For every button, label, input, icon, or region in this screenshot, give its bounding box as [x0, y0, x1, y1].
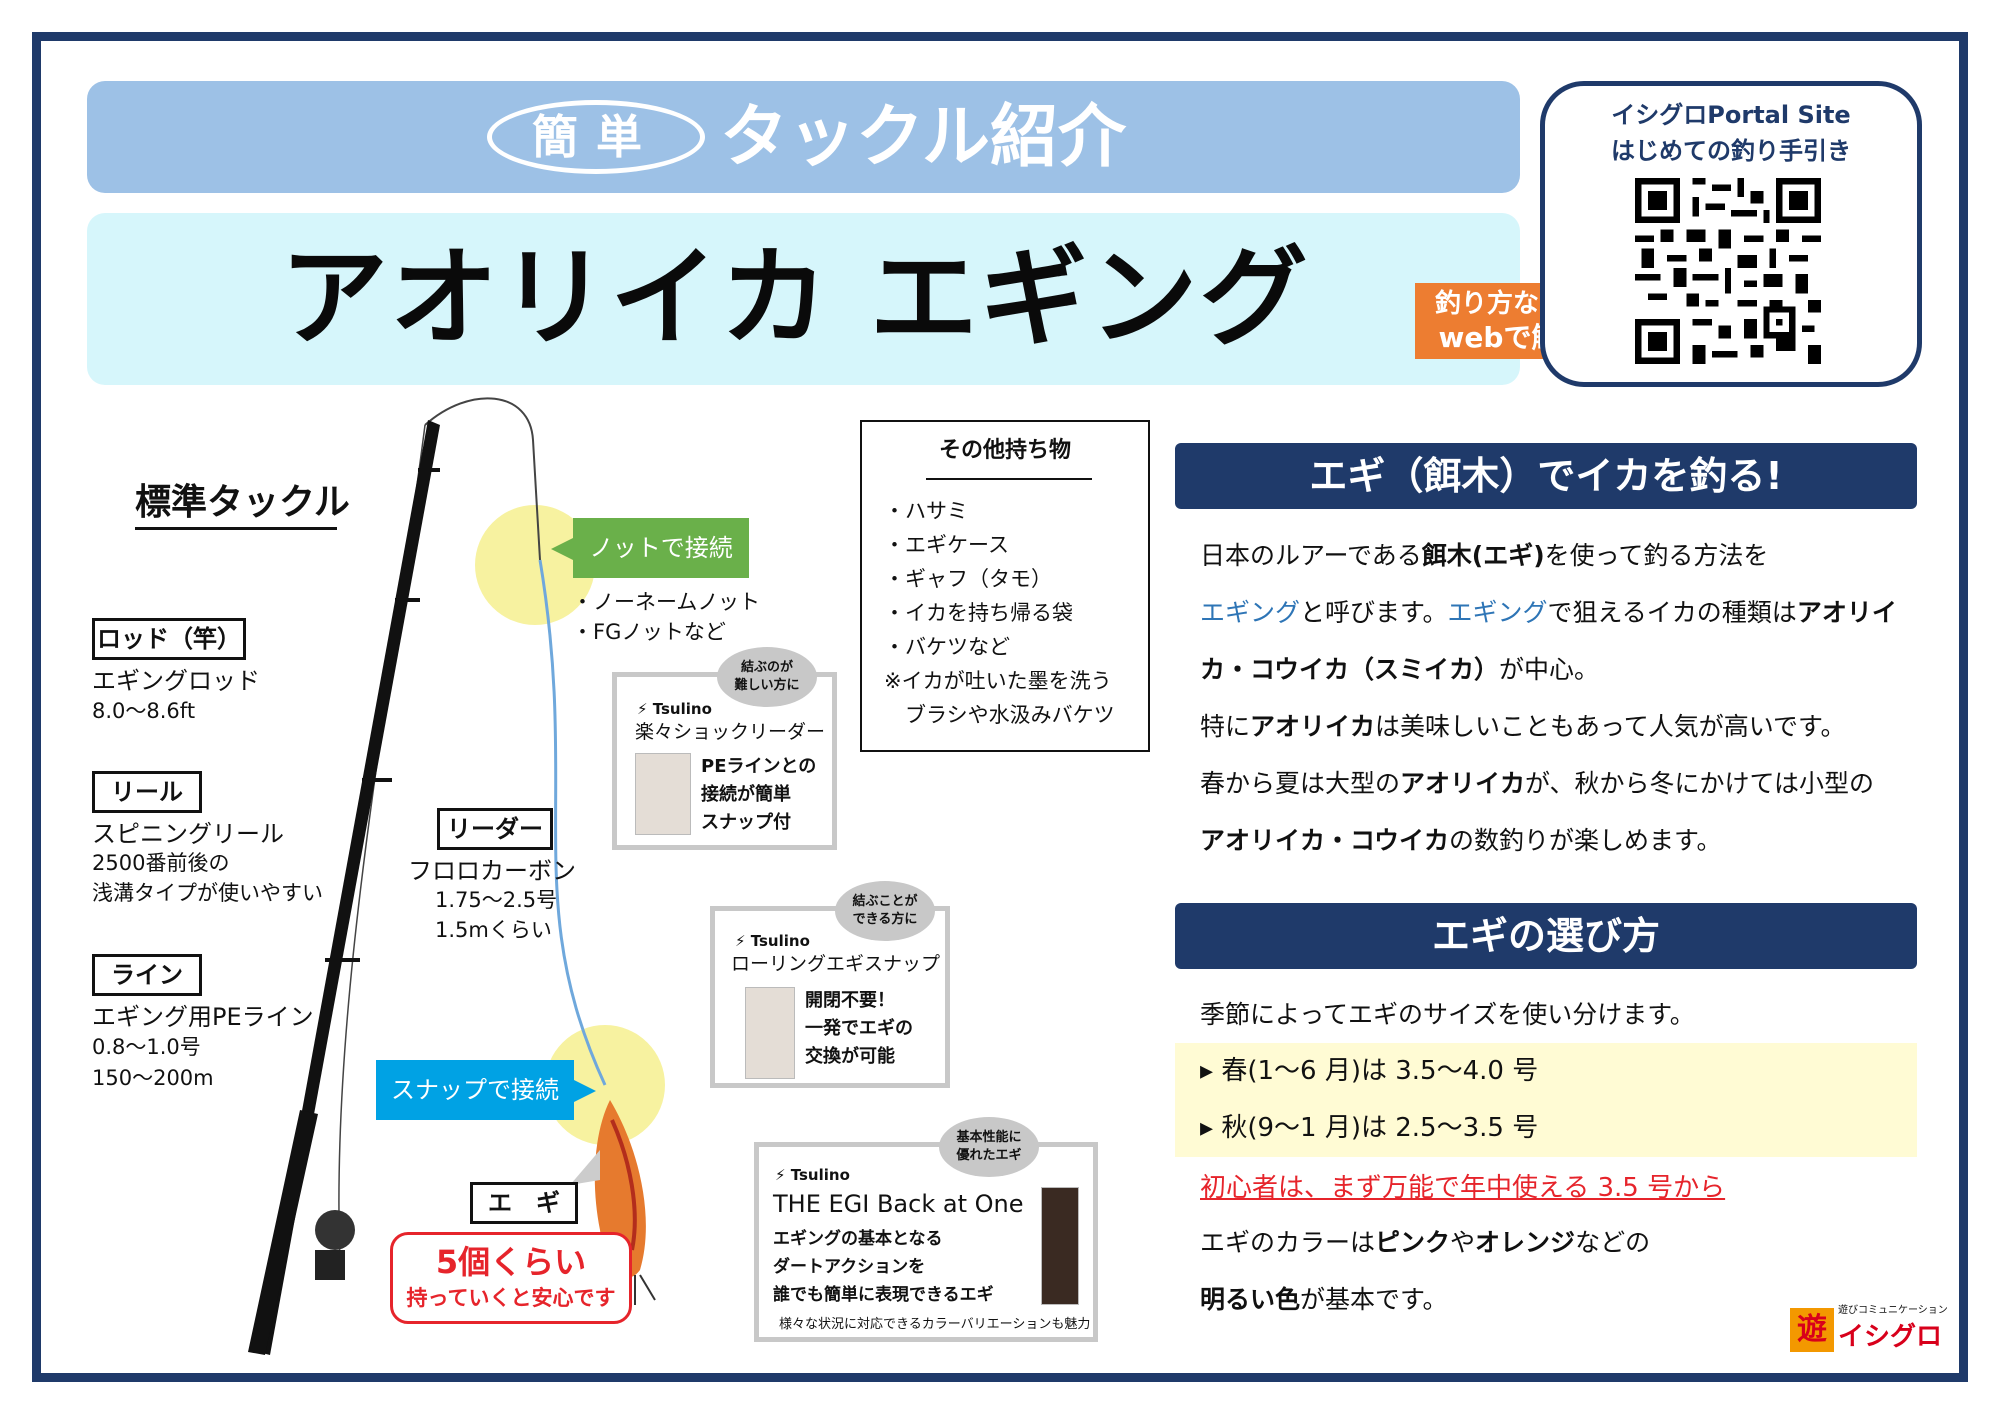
body-line-5: 春から夏は大型のアオリイカが、秋から冬にかけては小型の	[1200, 769, 1875, 798]
product-thumbnail	[745, 987, 795, 1079]
brand-tsulino: ⚡ Tsulino	[637, 700, 712, 718]
title-rule	[926, 478, 1092, 480]
reel-body	[315, 1250, 345, 1280]
season-autumn: ▸ 秋(9〜1 月)は 2.5〜3.5 号	[1200, 1113, 1539, 1143]
reel-spec-2: 浅溝タイプが使いやすい	[92, 881, 323, 905]
rod-spec: 8.0〜8.6ft	[92, 699, 196, 723]
body-line-2: エギングと呼びます。エギングで狙えるイカの種類はアオリイ	[1200, 598, 1897, 627]
page-title: アオリイカ エギング	[280, 236, 1310, 361]
section-heading-egi-fishing: エギ（餌木）でイカを釣る!	[1175, 443, 1917, 509]
list-item: ・バケツなど	[884, 635, 1010, 659]
egi-advice-box: 5個くらい 持っていくと安心です	[390, 1232, 632, 1324]
other-items-note: ※イカが吐いた墨を洗う ブラシや水汲みバケツ	[884, 669, 1115, 727]
other-items-box: その他持ち物 ・ハサミ ・エギケース ・ギャフ（タモ） ・イカを持ち帰る袋 ・バ…	[860, 420, 1150, 752]
rod-grip	[248, 1110, 318, 1355]
other-items-list: ・ハサミ ・エギケース ・ギャフ（タモ） ・イカを持ち帰る袋 ・バケツなど	[884, 494, 1073, 664]
body-line-6: アオリイカ・コウイカの数釣りが楽しめます。	[1200, 826, 1722, 855]
list-item: ・ギャフ（タモ）	[884, 567, 1052, 591]
line-label: ライン	[92, 954, 202, 996]
logo-mark-icon: 遊	[1790, 1308, 1834, 1352]
brand-tsulino: ⚡ Tsulino	[735, 932, 810, 950]
leader-line	[538, 559, 607, 1086]
knot-highlight-circle	[475, 505, 595, 625]
line-name: エギング用PEライン	[92, 1003, 314, 1031]
brand-tsulino: ⚡ Tsulino	[775, 1166, 850, 1184]
list-item: ・ハサミ	[884, 499, 968, 523]
leader-spec-2: 1.5mくらい	[435, 918, 552, 942]
product-card-shock-leader[interactable]: 結ぶのが難しい方に ⚡ Tsulino 楽々ショックリーダー PEラインとの 接…	[612, 647, 837, 850]
egi-count: 5個くらい	[435, 1243, 587, 1281]
line-spec-1: 0.8〜1.0号	[92, 1035, 201, 1059]
reel-label: リール	[92, 771, 202, 813]
season-spring: ▸ 春(1〜6 月)は 3.5〜4.0 号	[1200, 1056, 1539, 1086]
snap-connection-tag: スナップで接続	[376, 1060, 596, 1120]
qr-code-icon[interactable]	[1635, 178, 1821, 364]
color-line-2: 明るい色が基本です。	[1200, 1285, 1448, 1314]
product-title: 楽々ショックリーダー	[635, 721, 826, 743]
body-line-3: カ・コウイカ（スミイカ）が中心。	[1200, 655, 1600, 684]
product-title: THE EGI Back at One	[773, 1190, 1024, 1218]
product-note: 様々な状況に対応できるカラーバリエーションも魅力	[779, 1317, 1091, 1332]
header-title-bar	[87, 213, 1520, 385]
rod-name: エギングロッド	[92, 667, 260, 695]
portal-site-name: イシグロPortal Site	[1611, 101, 1851, 129]
product-card-rolling-snap[interactable]: 結ぶことができる方に ⚡ Tsulino ローリングエギスナップ 開閉不要！ 一…	[710, 881, 950, 1088]
reel-spool	[315, 1210, 355, 1250]
color-line-1: エギのカラーはピンクやオレンジなどの	[1200, 1228, 1651, 1257]
bullet-triangle-icon: ▸	[1200, 1113, 1222, 1143]
product-thumbnail	[635, 753, 691, 835]
portal-site-subtitle: はじめての釣り手引き	[1611, 137, 1851, 165]
knot-item-2: ・FGノットなど	[572, 620, 726, 644]
section-heading-egi-selection: エギの選び方	[1175, 903, 1917, 969]
product-thumbnail	[1041, 1187, 1079, 1305]
product-bubble: 結ぶのが難しい方に	[717, 647, 817, 707]
list-item: ・イカを持ち帰る袋	[884, 601, 1073, 625]
body-line-1: 日本のルアーである餌木(エギ)を使って釣る方法を	[1200, 541, 1769, 570]
body-line-4: 特にアオリイカは美味しいこともあって人気が高いです。	[1200, 712, 1846, 741]
selection-intro: 季節によってエギのサイズを使い分けます。	[1200, 1000, 1695, 1029]
product-card-egi[interactable]: 基本性能に優れたエギ ⚡ Tsulino THE EGI Back at One…	[754, 1117, 1098, 1342]
reel-spec-1: 2500番前後の	[92, 851, 230, 875]
header-subtitle-bar	[87, 81, 1520, 193]
line-spec-2: 150〜200m	[92, 1066, 214, 1090]
product-bubble: 結ぶことができる方に	[835, 881, 935, 941]
knot-connection-tag: ノットで接続	[551, 518, 749, 578]
rod-label: ロッド（竿）	[92, 618, 246, 660]
leader-label: リーダー	[437, 808, 553, 850]
egi-note: 持っていくと安心です	[406, 1286, 616, 1310]
product-title: ローリングエギスナップ	[731, 953, 941, 975]
header-subtitle: タックル紹介	[720, 98, 1126, 177]
leader-name: フロロカーボン	[408, 857, 576, 885]
bullet-triangle-icon: ▸	[1200, 1056, 1222, 1086]
ishiguro-logo: 遊 遊びコミュニケーション イシグロ	[1790, 1300, 1950, 1362]
title-underline	[135, 527, 337, 530]
season-highlight	[1175, 1043, 1917, 1157]
reel-name: スピニングリール	[92, 820, 284, 848]
list-item: ・エギケース	[884, 533, 1009, 557]
egi-label: エ ギ	[470, 1182, 578, 1224]
knot-item-1: ・ノーネームノット	[572, 590, 760, 614]
standard-tackle-title: 標準タックル	[135, 482, 350, 523]
other-items-title: その他持ち物	[938, 438, 1071, 463]
product-bubble: 基本性能に優れたエギ	[939, 1117, 1039, 1177]
kantan-badge: 簡単	[487, 100, 705, 174]
beginner-advice: 初心者は、まず万能で年中使える 3.5 号から	[1200, 1173, 1726, 1203]
leader-spec-1: 1.75〜2.5号	[435, 888, 558, 912]
pe-line	[424, 397, 541, 561]
